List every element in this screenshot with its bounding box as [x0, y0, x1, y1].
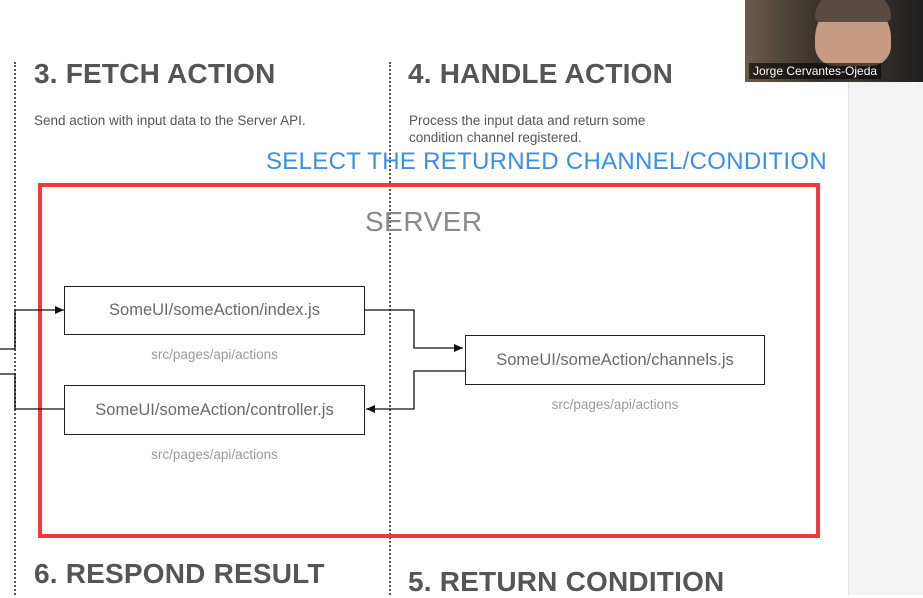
node-channels: SomeUI/someAction/channels.js	[465, 335, 765, 385]
participant-hair	[815, 0, 891, 22]
column-divider-middle	[389, 62, 391, 595]
arrow-into-index	[0, 306, 64, 350]
caption-index: src/pages/api/actions	[151, 347, 278, 362]
caption-channels: src/pages/api/actions	[551, 397, 679, 412]
line-controller-out	[0, 373, 64, 410]
heading-handle-action: 4. HANDLE ACTION	[408, 58, 674, 89]
arrow-index-to-channels	[365, 309, 463, 352]
server-label: SERVER	[365, 206, 483, 237]
caption-controller: src/pages/api/actions	[151, 447, 278, 462]
webcam-tile[interactable]: Jorge Cervantes-Ojeda	[745, 0, 923, 82]
node-index: SomeUI/someAction/index.js	[64, 286, 365, 335]
arrow-channels-to-controller	[366, 370, 465, 413]
node-controller: SomeUI/someAction/controller.js	[64, 385, 365, 435]
server-boundary	[38, 183, 820, 538]
heading-fetch-action: 3. FETCH ACTION	[34, 58, 276, 89]
description-handle: Process the input data and return some c…	[409, 113, 646, 145]
heading-return-condition: 5. RETURN CONDITION	[408, 566, 725, 597]
overlay-annotation: SELECT THE RETURNED CHANNEL/CONDITION	[266, 148, 827, 175]
description-fetch: Send action with input data to the Serve…	[34, 113, 306, 128]
participant-name: Jorge Cervantes-Ojeda	[749, 63, 882, 79]
side-panel	[848, 0, 923, 595]
heading-respond-result: 6. RESPOND RESULT	[34, 558, 325, 589]
